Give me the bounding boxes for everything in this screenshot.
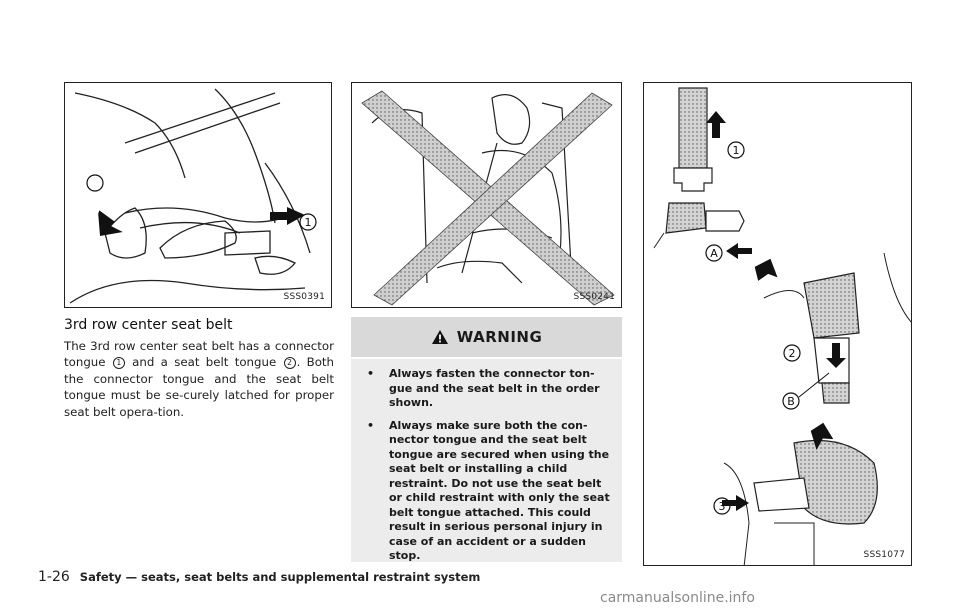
latch-sequence-illustration: 1 A 2 B 3 (653, 87, 911, 565)
body-part-2: and a seat belt tongue (132, 355, 277, 370)
section-body: The 3rd row center seat belt has a conne… (64, 338, 334, 420)
page-number: 1-26 (38, 569, 70, 585)
figure-code: SSS1077 (863, 550, 905, 560)
figure-wrong-usage: SSS0241 (351, 82, 622, 308)
callout-2: 2 (789, 347, 796, 360)
warning-item-text: Always make sure both the con-nector ton… (389, 418, 610, 563)
bullet: • (367, 418, 375, 432)
figure-latch-sequence: 1 A 2 B 3 SSS1077 (643, 82, 912, 566)
warning-item: • Always make sure both the con-nector to… (361, 419, 612, 564)
figure-code: SSS0391 (283, 292, 325, 302)
cross-bar-right (373, 92, 613, 306)
body-part-1: The 3rd row center seat belt has a conne… (64, 339, 334, 370)
footer-section-title: Safety — seats, seat belts and supplemen… (79, 570, 481, 584)
figure-seatbelt-buckle: 1 SSS0391 (64, 82, 332, 308)
warning-body: • Always fasten the connector ton-gue and… (351, 359, 622, 562)
warning-title: WARNING (456, 328, 543, 346)
warning-item-text: Always fasten the connector ton-gue and … (389, 367, 600, 409)
section-title: 3rd row center seat belt (64, 317, 233, 333)
warning-list: • Always fasten the connector ton-gue and… (361, 367, 612, 564)
watermark: carmanualsonline.info (600, 590, 755, 606)
callout-3: 3 (719, 500, 726, 513)
figure-code: SSS0241 (573, 292, 615, 302)
callout-1: 1 (305, 216, 312, 229)
warning-icon (431, 330, 448, 344)
page-footer: 1-26 Safety — seats, seat belts and suppl… (38, 569, 480, 585)
seatbelt-buckle-illustration: 1 (69, 88, 317, 304)
body-part-3: . Both the connector tongue and the seat… (64, 355, 335, 419)
circled-1: 1 (112, 357, 125, 370)
circled-2: 2 (283, 357, 296, 370)
warning-item: • Always fasten the connector ton-gue and… (361, 367, 612, 411)
warning-header: WARNING (351, 317, 622, 357)
wrong-usage-illustration (361, 90, 615, 306)
callout-1: 1 (733, 144, 740, 157)
callout-B: B (787, 395, 795, 408)
bullet: • (367, 367, 375, 380)
callout-A: A (710, 247, 718, 260)
